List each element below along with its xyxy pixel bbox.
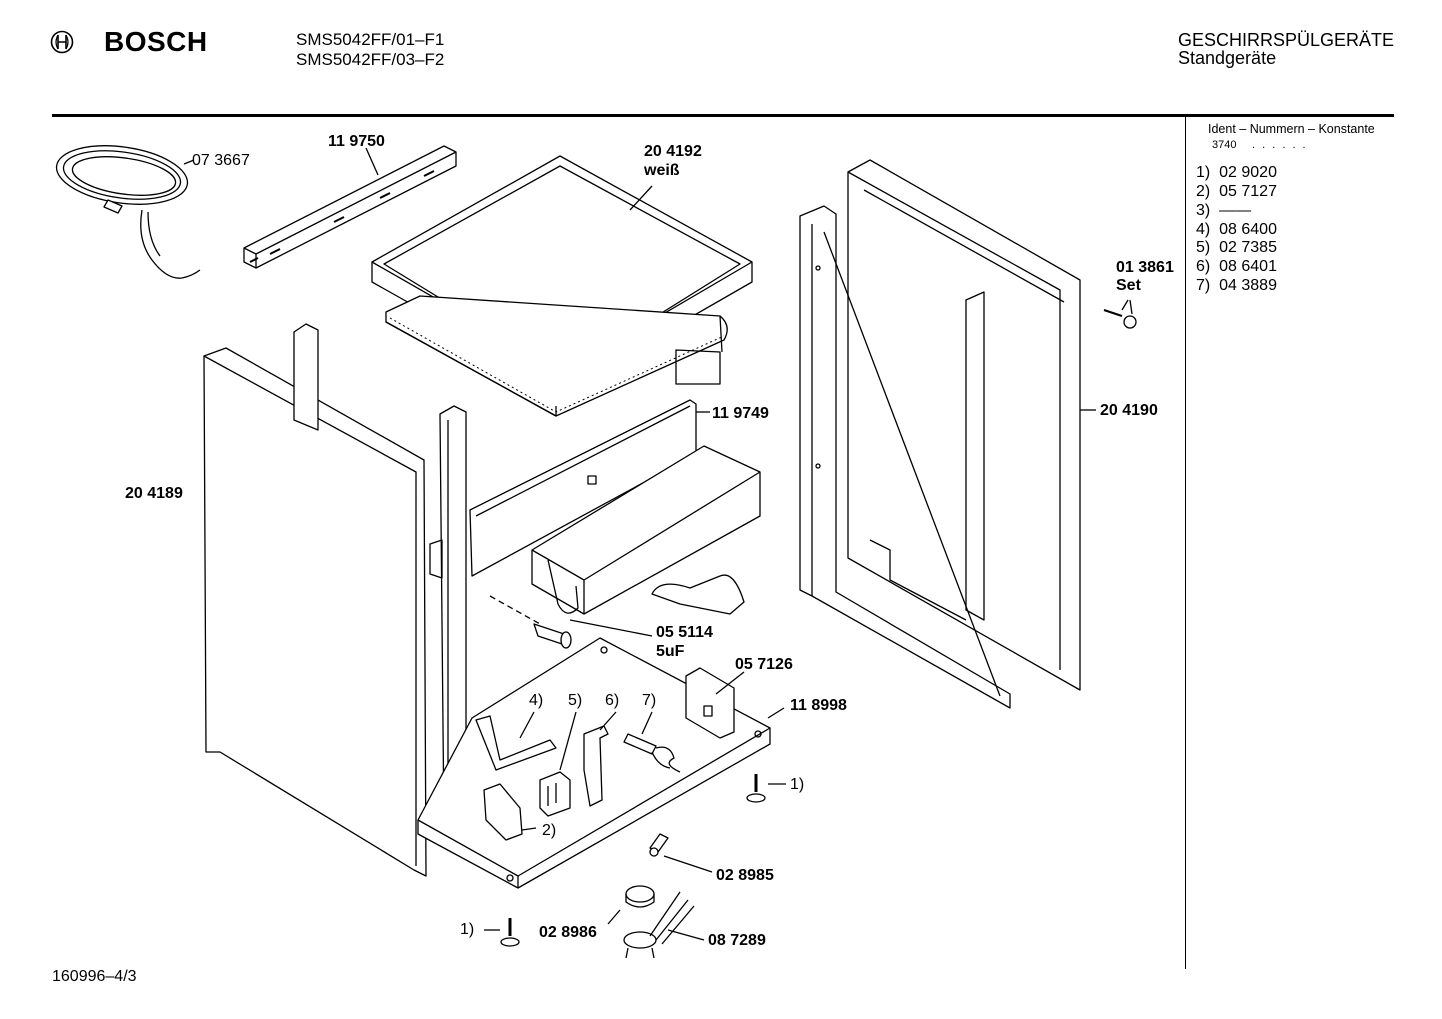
ident-dots: . . . . . .: [1252, 139, 1308, 151]
ident-item-value: 02 9020: [1219, 164, 1277, 181]
category-title: GESCHIRRSPÜLGERÄTE: [1178, 30, 1395, 50]
leader-line: [522, 828, 536, 830]
screw-set-part[interactable]: [1104, 310, 1136, 328]
rear-rail-part[interactable]: [470, 400, 696, 576]
ident-item-number: 7): [1196, 277, 1211, 294]
label-side-panel-right: 20 4190: [1100, 402, 1158, 419]
label-hinge: 2): [542, 822, 557, 839]
bracket-part[interactable]: [686, 668, 734, 738]
ident-item-number: 5): [1196, 239, 1211, 256]
label-screw-set: Set: [1116, 277, 1141, 294]
ident-item-number: 4): [1196, 221, 1211, 238]
ident-heading: Ident – Nummern – Konstante: [1208, 122, 1375, 136]
ident-item: 5) 02 7385: [1196, 239, 1277, 257]
label-screw-set-number: 01 3861: [1116, 259, 1174, 276]
brand-name: BOSCH: [104, 26, 208, 57]
label-top-cover-color: weiß: [644, 162, 680, 179]
pump-housing-part[interactable]: [532, 446, 760, 614]
leader-line: [520, 712, 534, 738]
leader-line: [490, 596, 540, 624]
label-front-rail: 11 9750: [328, 133, 385, 150]
ident-item-value: 04 3889: [1219, 277, 1277, 294]
label-side-panel-left: 20 4189: [125, 485, 183, 502]
label-capacitor-value: 5uF: [656, 643, 685, 660]
ident-item: 6) 08 6401: [1196, 258, 1277, 276]
model-number-1: SMS5042FF/01–F1: [296, 30, 445, 49]
side-panel-left-part[interactable]: [204, 348, 426, 876]
ident-item: 4) 08 6400: [1196, 221, 1277, 239]
ident-item-value: 02 7385: [1219, 239, 1277, 256]
ident-item-value: ——: [1219, 202, 1252, 219]
ident-item: 3) ——: [1196, 202, 1251, 220]
label-capacitor: 05 5114: [656, 624, 713, 641]
spring-part[interactable]: [650, 834, 668, 856]
ident-item: 2) 05 7127: [1196, 183, 1277, 201]
label-ref-6: 6): [605, 692, 620, 709]
leader-line: [608, 910, 620, 924]
leader-line: [1130, 300, 1132, 314]
part-5[interactable]: [540, 772, 570, 816]
side-panel-right-part[interactable]: [848, 160, 1080, 690]
leader-line: [716, 672, 744, 694]
cable-holder-part[interactable]: [624, 892, 694, 958]
power-cable-part[interactable]: [53, 138, 200, 278]
model-number-2: SMS5042FF/03–F2: [296, 50, 445, 69]
leader-line: [642, 712, 652, 734]
ident-item-number: 6): [1196, 258, 1211, 275]
label-foot-right: 1): [790, 776, 805, 793]
part-7[interactable]: [624, 734, 680, 772]
side-rail-right-part[interactable]: [800, 206, 1010, 708]
capacitor-part[interactable]: [534, 624, 571, 648]
label-ref-7: 7): [642, 692, 657, 709]
ident-column-divider: [1185, 117, 1186, 969]
leader-line: [600, 712, 616, 730]
foot-right-part[interactable]: [747, 774, 765, 802]
leader-line: [560, 712, 576, 770]
ident-constant: 3740: [1212, 139, 1237, 151]
bosch-logo-icon: [50, 30, 74, 54]
label-ref-5: 5): [568, 692, 583, 709]
category-subtitle: Standgeräte: [1178, 48, 1277, 68]
part-6[interactable]: [584, 726, 608, 806]
ident-item: 1) 02 9020: [1196, 164, 1277, 182]
cap-part[interactable]: [626, 886, 654, 907]
ident-item-number: 1): [1196, 164, 1211, 181]
ident-item-value: 08 6401: [1219, 258, 1277, 275]
side-rail-left-part[interactable]: [294, 324, 466, 840]
label-power-cable: 07 3667: [192, 152, 250, 169]
label-spring: 02 8985: [716, 867, 774, 884]
label-ref-4: 4): [529, 692, 544, 709]
ident-item-value: 05 7127: [1219, 183, 1277, 200]
label-foot-left: 1): [460, 921, 475, 938]
leader-line: [664, 856, 712, 872]
header-rule: [52, 114, 1394, 117]
label-cable-holder: 08 7289: [708, 932, 766, 949]
insulation-mat-part[interactable]: [386, 296, 727, 416]
ident-item-value: 08 6400: [1219, 221, 1277, 238]
ident-item: 7) 04 3889: [1196, 277, 1277, 295]
part-4[interactable]: [476, 716, 556, 770]
document-code: 160996–4/3: [52, 968, 137, 985]
label-base-frame: 11 8998: [790, 697, 847, 714]
ident-item-number: 2): [1196, 183, 1211, 200]
leader-line: [1122, 300, 1128, 310]
leader-line: [366, 148, 378, 175]
leader-line: [630, 186, 652, 210]
hinge-part[interactable]: [484, 784, 522, 840]
foot-left-part[interactable]: [501, 918, 519, 946]
ident-item-number: 3): [1196, 202, 1211, 219]
label-cap: 02 8986: [539, 924, 597, 941]
hose-elbow-part[interactable]: [652, 575, 744, 614]
label-bracket: 05 7126: [735, 656, 793, 673]
front-rail-part[interactable]: [244, 146, 456, 268]
label-rear-rail: 11 9749: [712, 405, 769, 422]
label-top-cover: 20 4192: [644, 143, 702, 160]
leader-line: [768, 708, 784, 718]
leader-line: [668, 930, 704, 940]
leader-line: [184, 160, 194, 164]
leader-line: [570, 620, 652, 636]
